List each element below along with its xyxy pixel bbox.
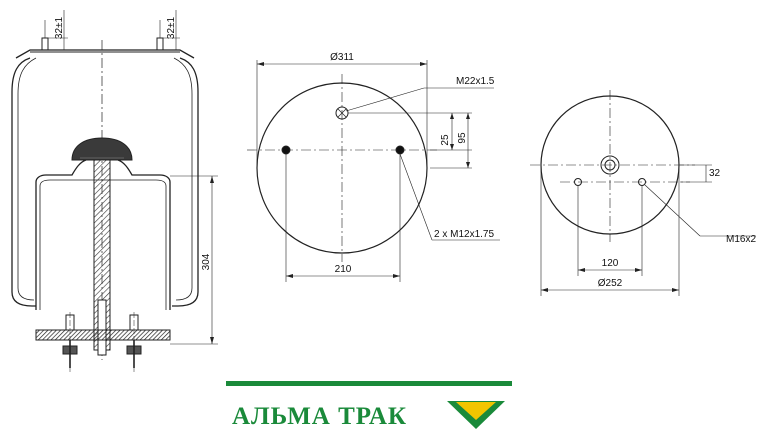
brand-name: АЛЬМА ТРАК bbox=[232, 403, 407, 430]
air-port-thread-label: M22x1.5 bbox=[456, 76, 495, 87]
top-stud-hole-left bbox=[281, 145, 291, 155]
centre-boss bbox=[600, 155, 620, 175]
side-view bbox=[11, 10, 218, 372]
bottom-plate bbox=[35, 329, 171, 341]
chevron-logo-icon bbox=[447, 401, 505, 429]
bolt-hole-left bbox=[574, 178, 582, 186]
stud-height-right-label: 32±1 bbox=[166, 16, 177, 39]
top-stud-right bbox=[156, 37, 164, 51]
bolt-hole-right bbox=[638, 178, 646, 186]
bolt-spacing-label: 120 bbox=[602, 258, 619, 269]
offset-95-label: 95 bbox=[457, 132, 468, 144]
height-304-label: 304 bbox=[201, 253, 212, 270]
logo-rule bbox=[226, 381, 512, 386]
bottom-diameter-label: Ø252 bbox=[598, 278, 623, 289]
top-stud-left bbox=[41, 37, 49, 51]
stud-spacing-label: 210 bbox=[335, 264, 352, 275]
offset-25-label: 25 bbox=[440, 134, 451, 146]
top-stud-hole-right bbox=[395, 145, 405, 155]
top-diameter-label: Ø311 bbox=[330, 52, 354, 63]
top-view bbox=[247, 60, 500, 282]
brand-logo: АЛЬМА ТРАК bbox=[226, 381, 512, 430]
offset-32-label: 32 bbox=[709, 168, 721, 179]
bolt-thread-label: M16x2 bbox=[726, 234, 756, 245]
bumper-cap bbox=[71, 137, 133, 161]
stud-thread-label: 2 x M12x1.75 bbox=[434, 229, 494, 240]
bottom-view bbox=[530, 90, 756, 296]
stud-height-left-label: 32±1 bbox=[54, 16, 65, 39]
